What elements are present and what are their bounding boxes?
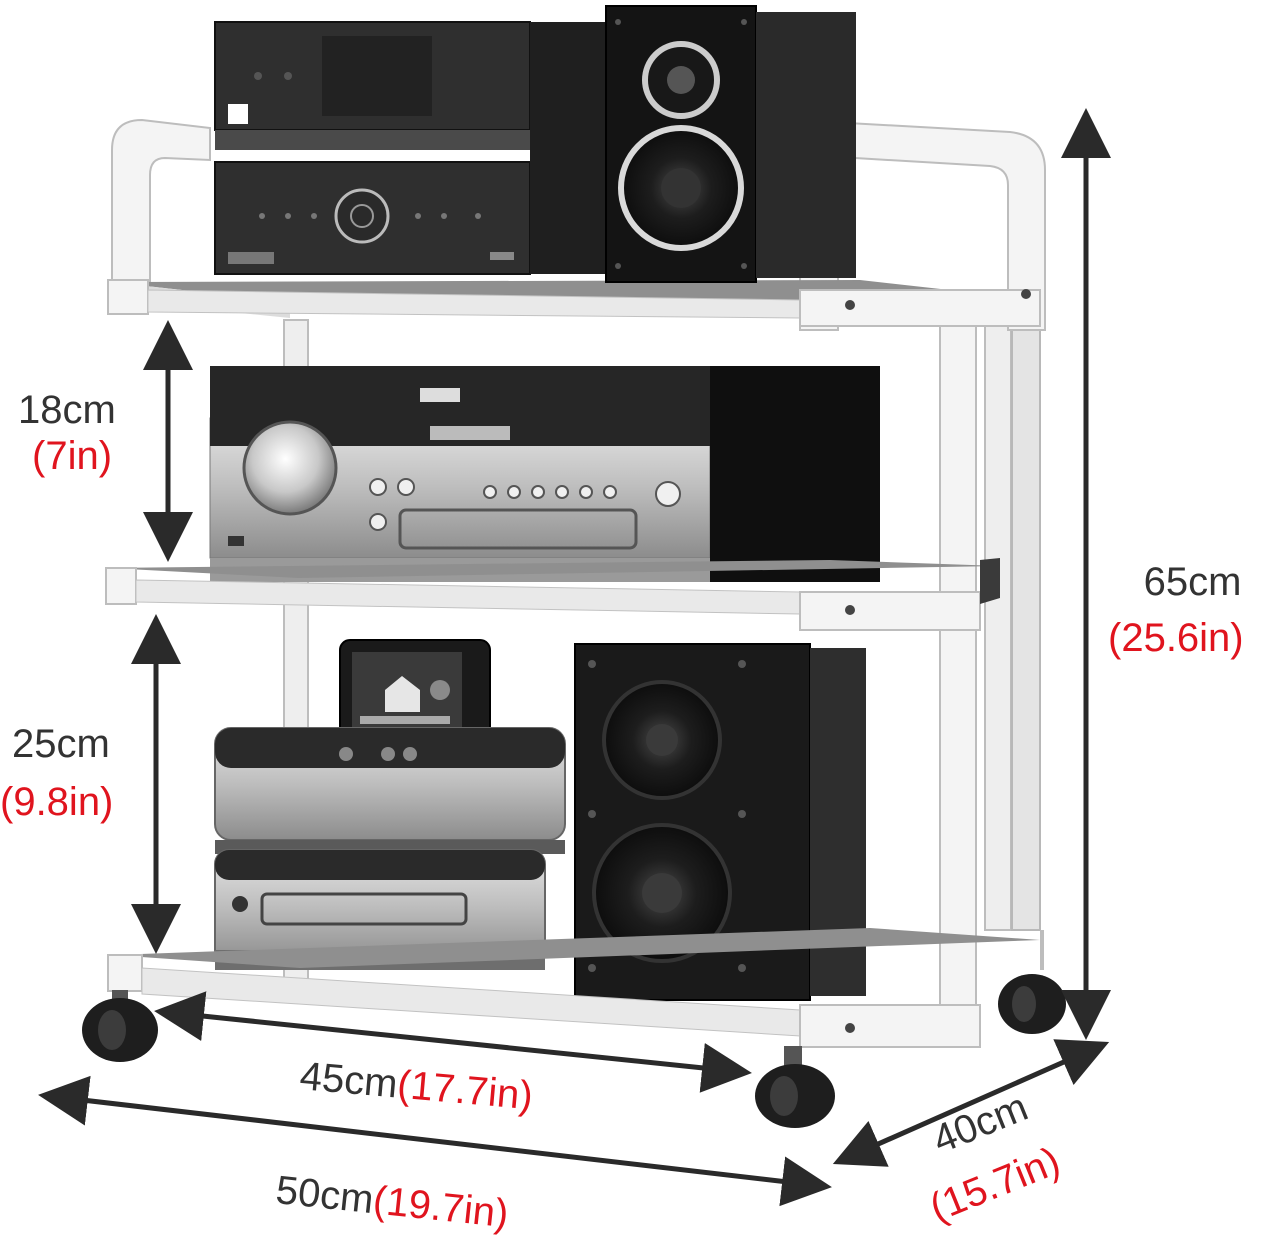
top-shelf (107, 279, 1041, 327)
top-stack-device (214, 21, 610, 275)
upper-gap-metric-label: 18cm (18, 388, 116, 432)
inner-width-metric-label: 45cm (298, 1054, 400, 1107)
middle-shelf (105, 558, 1000, 631)
lower-gap-metric-label: 25cm (12, 722, 110, 766)
height-imperial-label: (25.6in) (1108, 616, 1244, 660)
media-player-device (214, 639, 566, 970)
outer-width-metric-label: 50cm (273, 1168, 376, 1223)
bookshelf-speaker-top (605, 5, 856, 283)
amplifier-device (209, 366, 880, 582)
double-headed-arrow-icon (38, 108, 1111, 1207)
upper-gap-imperial-label: (7in) (32, 434, 113, 478)
height-metric-label: 65cm (1143, 560, 1242, 604)
lower-gap-imperial-label: (9.8in) (0, 780, 114, 824)
